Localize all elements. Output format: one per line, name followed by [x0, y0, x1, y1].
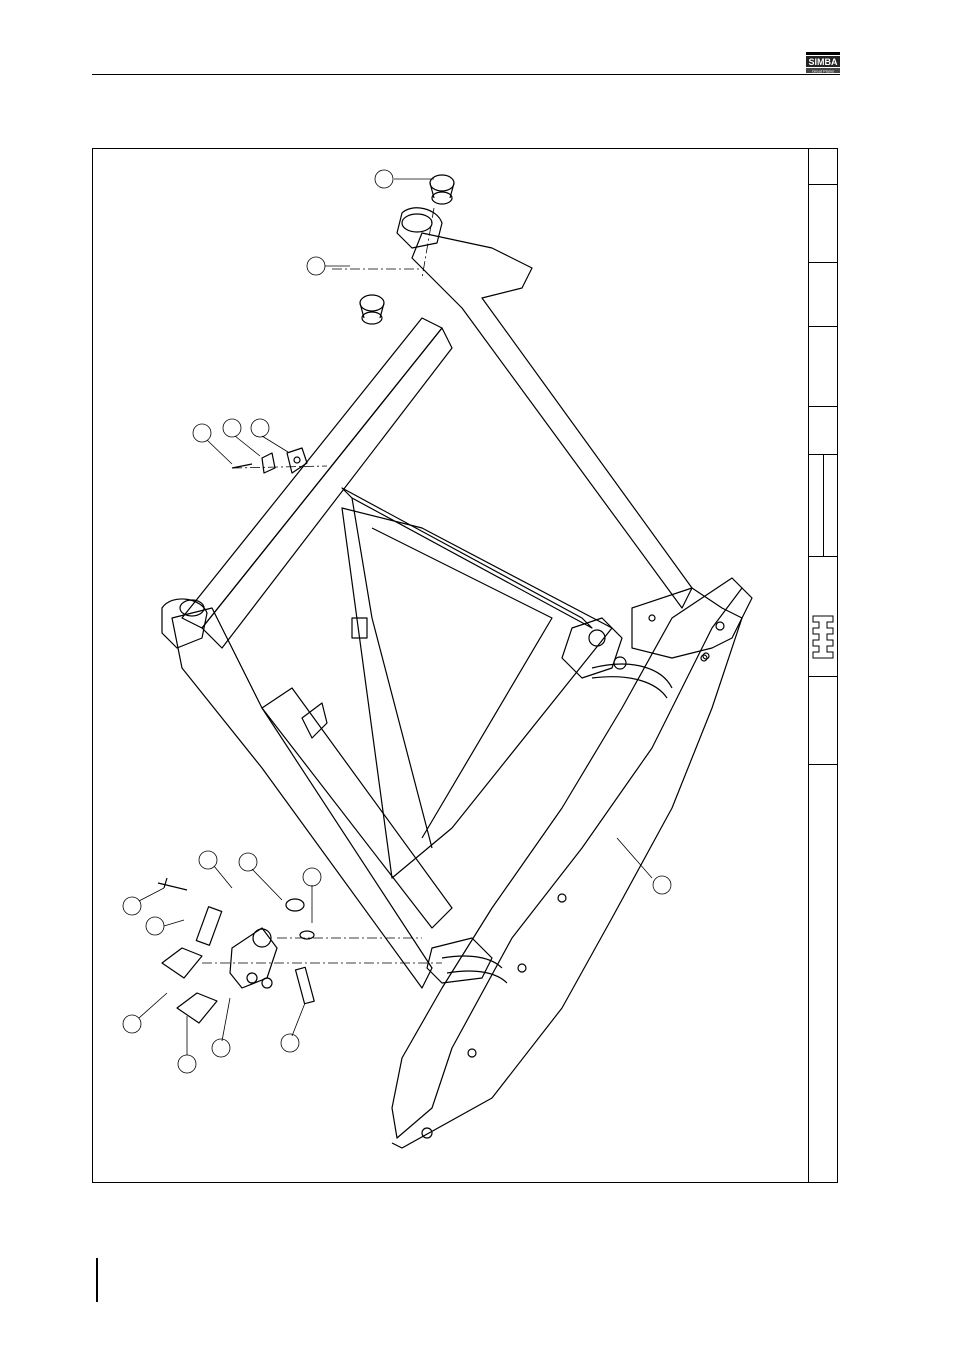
- simba-logo: SIMBA Great Plains: [806, 52, 840, 74]
- strip-cell: [809, 406, 838, 455]
- callout-balloon: [303, 868, 321, 886]
- callout-balloon: [193, 424, 211, 442]
- callout-balloon: [239, 853, 257, 871]
- callout-balloon: [251, 419, 269, 437]
- callout-balloon: [123, 1015, 141, 1033]
- frame-brace-1: [342, 488, 592, 628]
- frame-top-crossbar-face: [202, 328, 452, 648]
- strip-divider: [823, 454, 824, 556]
- strip-cell: [809, 184, 838, 263]
- footer-bar: [96, 1258, 98, 1302]
- exploded-parts-drawing: [92, 148, 808, 1183]
- callout-balloon: [199, 851, 217, 869]
- callout-balloon: [178, 1055, 196, 1073]
- top-bushing-upper: [430, 175, 454, 191]
- pivot-pin: [196, 907, 221, 946]
- callout-balloon: [212, 1039, 230, 1057]
- callout-balloon: [146, 917, 164, 935]
- frame-brace-2: [342, 508, 612, 878]
- callout-balloon: [653, 876, 671, 894]
- right-pivot: [562, 618, 622, 678]
- title-strip-logo-mark: [809, 608, 838, 668]
- frame-lower-arm: [172, 608, 432, 988]
- strip-cell: [809, 148, 838, 185]
- strip-cell: [809, 676, 838, 765]
- frame-main-beam-face: [392, 588, 752, 1148]
- callout-balloon: [281, 1034, 299, 1052]
- scraper-plate-2: [177, 993, 217, 1023]
- left-pivot-housing: [162, 599, 207, 648]
- callout-balloon: [375, 170, 393, 188]
- bolt-part: [296, 967, 315, 1003]
- callout-balloon: [123, 897, 141, 915]
- clamp-plate: [262, 453, 275, 473]
- long-bolt-part: [158, 878, 187, 890]
- frame-brace-4: [372, 528, 552, 838]
- scraper-plate-1: [162, 948, 202, 978]
- title-strip: [808, 148, 838, 1183]
- callout-balloon: [307, 257, 325, 275]
- frame-upper-arm: [412, 233, 692, 608]
- logo-subtext: Great Plains: [812, 69, 834, 74]
- clamp-block: [287, 448, 307, 473]
- top-bushing-lower: [360, 295, 384, 311]
- strip-cell: [809, 326, 838, 407]
- logo-text: SIMBA: [809, 57, 839, 67]
- nut-part: [286, 899, 304, 911]
- callout-balloon: [223, 419, 241, 437]
- centerline-top: [422, 208, 434, 278]
- mount-bracket: [302, 703, 327, 738]
- strip-cell: [809, 262, 838, 327]
- header-rule: [92, 74, 840, 75]
- frame-top-crossbar: [182, 318, 442, 628]
- frame-main-beam: [392, 578, 742, 1138]
